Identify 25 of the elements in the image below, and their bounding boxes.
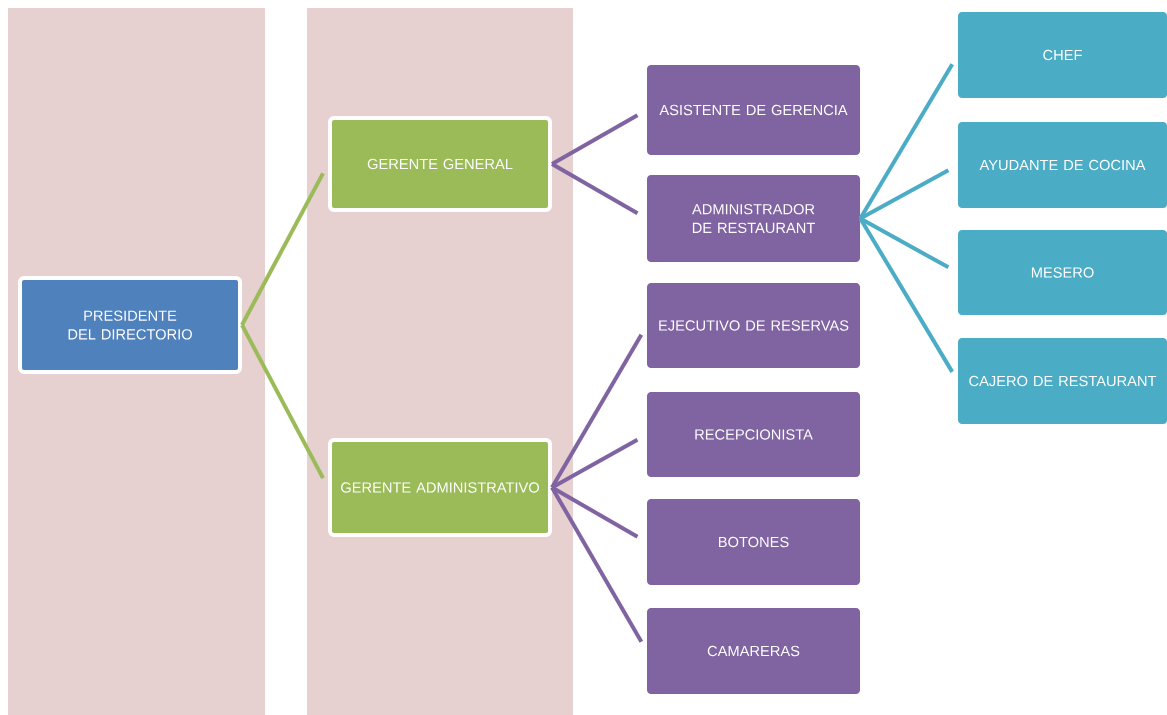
connector-line	[859, 216, 950, 270]
org-box: CAJERO DE RESTAURANT	[958, 338, 1167, 424]
org-box: EJECUTIVO DE RESERVAS	[647, 282, 861, 369]
connector-line	[551, 485, 639, 539]
connector-line	[240, 172, 325, 326]
connector-line	[551, 162, 639, 215]
connector-line	[859, 168, 950, 221]
org-box: GERENTE GENERAL	[328, 116, 552, 212]
org-box: ADMINISTRADOR DE RESTAURANT	[647, 175, 861, 262]
org-box: AYUDANTE DE COCINA	[958, 122, 1167, 208]
org-box: BOTONES	[647, 499, 861, 585]
connector-line	[551, 437, 639, 490]
org-box: RECEPCIONISTA	[647, 391, 861, 478]
org-box: CHEF	[958, 12, 1167, 98]
org-box: ASISTENTE DE GERENCIA	[647, 65, 861, 155]
org-box: GERENTE ADMINISTRATIVO	[328, 438, 552, 537]
connector-line	[858, 63, 954, 220]
connector-line	[858, 217, 954, 373]
connector-line	[550, 333, 644, 489]
org-box: MESERO	[958, 229, 1167, 316]
org-box: PRESIDENTE DEL DIRECTORIO	[18, 276, 242, 374]
connector-line	[551, 113, 639, 166]
org-box: CAMARERAS	[647, 608, 861, 694]
connector-line	[550, 486, 644, 643]
connector-line	[240, 324, 325, 479]
